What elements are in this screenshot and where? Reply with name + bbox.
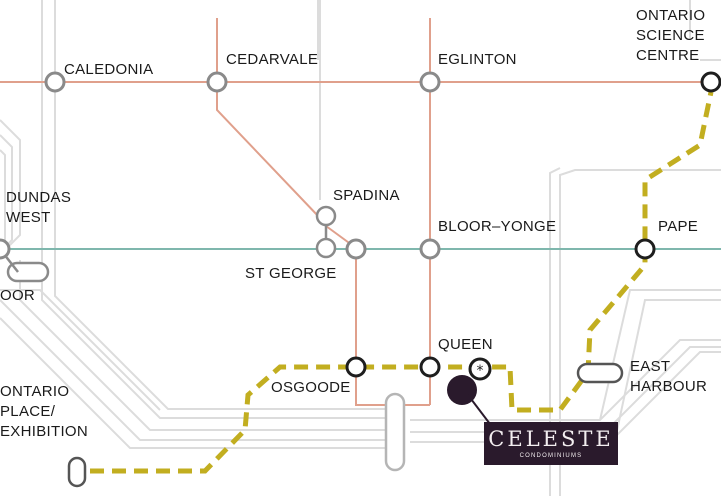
station-spadina-lower-node[interactable] [315, 237, 337, 259]
grey-track [0, 289, 161, 411]
station-osgoode-node[interactable] [345, 356, 367, 378]
label-dundas-west-fragment[interactable]: OOR [0, 287, 36, 304]
label-ontario-science-centre[interactable]: ONTARIO SCIENCE CENTRE [636, 6, 705, 66]
label-line: ONTARIO [0, 383, 70, 400]
label-line: HARBOUR [630, 378, 708, 395]
station-queen-node[interactable] [419, 356, 441, 378]
label-spadina[interactable]: SPADINA [333, 187, 400, 204]
label-eglinton[interactable]: EGLINTON [438, 51, 517, 68]
grey-track [41, 0, 400, 419]
star-glyph: * [477, 363, 484, 379]
station-eglinton-node[interactable] [419, 71, 441, 93]
grey-track [54, 0, 390, 410]
label-line: EAST [630, 358, 671, 375]
brand-name: CELESTE [488, 427, 614, 451]
label-dundas-west[interactable]: DUNDAS WEST [6, 188, 71, 228]
grey-track [0, 149, 6, 245]
grey-track [614, 299, 721, 441]
station-pill-east-harbour[interactable] [576, 362, 624, 384]
brand-subtitle: CONDOMINIUMS [519, 453, 583, 459]
label-line: SCIENCE [636, 27, 705, 44]
label-line: DUNDAS [6, 189, 72, 206]
grey-track [0, 119, 21, 256]
station-pill-dundas-west[interactable] [6, 261, 50, 283]
station-caledonia-node[interactable] [44, 71, 66, 93]
label-queen[interactable]: QUEEN [438, 336, 493, 353]
label-line: PLACE/ [0, 403, 56, 420]
station-dundas-west-node[interactable] [0, 238, 11, 260]
station-pill-ontario-place[interactable] [67, 456, 87, 488]
label-line: WEST [6, 209, 51, 226]
label-east-harbour[interactable]: EAST HARBOUR [630, 357, 707, 397]
grey-track [549, 167, 561, 496]
label-osgoode[interactable]: OSGOODE [271, 379, 351, 396]
label-cedarvale[interactable]: CEDARVALE [226, 51, 319, 68]
label-pape[interactable]: PAPE [658, 218, 699, 235]
celeste-brand-box[interactable]: CELESTE CONDOMINIUMS [484, 422, 618, 465]
label-line: EXHIBITION [0, 423, 89, 440]
grey-track [0, 299, 390, 441]
label-ontario-place[interactable]: ONTARIO PLACE/ EXHIBITION [0, 382, 88, 442]
station-cedarvale-node[interactable] [206, 71, 228, 93]
celeste-leader-line [467, 394, 491, 425]
label-bloor-yonge[interactable]: BLOOR–YONGE [438, 218, 557, 235]
label-caledonia[interactable]: CALEDONIA [64, 61, 154, 78]
grey-track [0, 317, 390, 449]
station-bloor-yonge-node[interactable] [419, 238, 441, 260]
label-line: ONTARIO [636, 7, 706, 24]
grey-track [410, 339, 721, 421]
orange-line-cedarvale-branch [216, 18, 321, 219]
gold-route [90, 91, 714, 474]
label-line: CENTRE [636, 47, 700, 64]
station-spadina-node[interactable] [315, 205, 337, 227]
grey-track [559, 169, 721, 496]
star-icon[interactable] [468, 357, 492, 381]
label-st-george[interactable]: ST GEORGE [245, 265, 337, 282]
station-pill-bloor-connector[interactable] [384, 392, 406, 472]
station-ontario-science-centre-node[interactable] [700, 71, 721, 93]
station-pape-node[interactable] [634, 238, 656, 260]
station-st-george-node[interactable] [345, 238, 367, 260]
